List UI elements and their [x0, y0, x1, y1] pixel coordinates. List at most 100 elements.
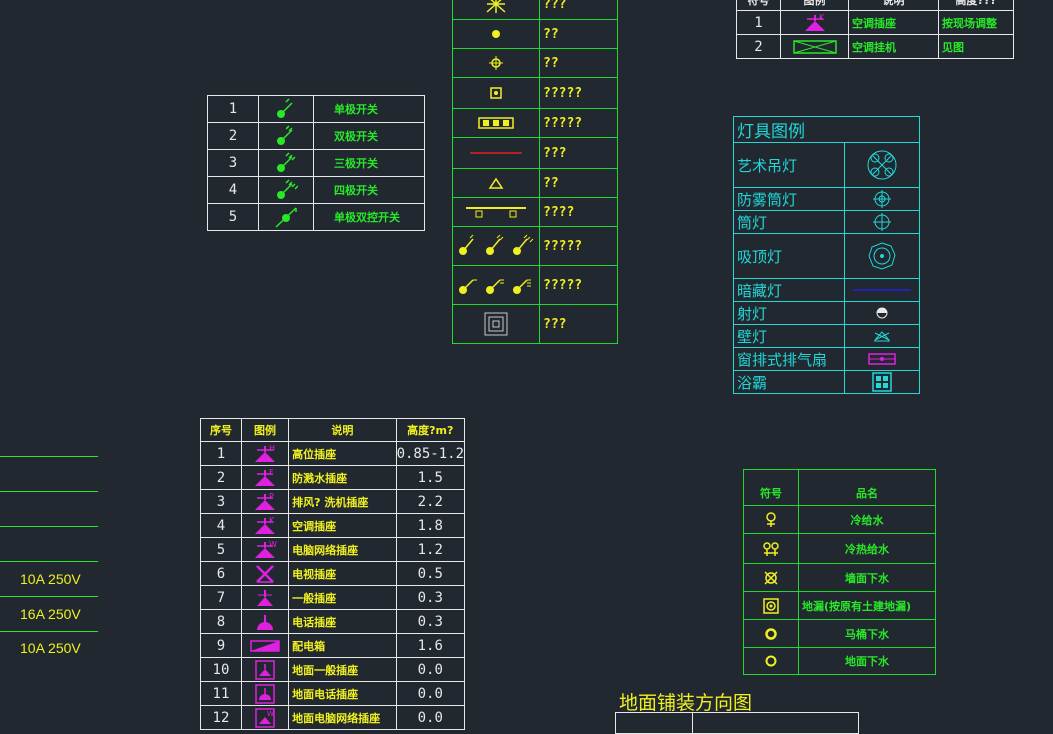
row-number: 8: [200, 609, 242, 634]
floor-plan-title: 地面铺装方向图: [619, 692, 753, 714]
row-number: 2: [207, 122, 259, 150]
row-height: 0.3: [395, 585, 466, 610]
table-header: 灯具图例: [733, 116, 920, 143]
row-number: 4: [207, 176, 259, 204]
table-row: 暗藏灯: [733, 278, 920, 302]
table-row: ??: [452, 48, 618, 78]
row-number: 6: [200, 561, 242, 586]
tv-socket-icon: [240, 561, 290, 586]
light-label: 防雾筒灯: [733, 187, 845, 211]
toilet-drain-icon: [743, 619, 799, 648]
cold-water-icon: [743, 505, 799, 534]
ceiling-light-icon: [844, 233, 920, 279]
water-label: 地面下水: [798, 647, 936, 675]
rating-label: 10A 250V: [20, 640, 81, 656]
table-row: 墙面下水: [743, 563, 936, 592]
exhaust-fan-icon: [844, 347, 920, 371]
row-number: 1: [207, 95, 259, 123]
floor-drain-icon: [743, 591, 799, 620]
left-panel-line: [0, 631, 98, 632]
socket-k-icon: K: [240, 513, 290, 538]
svg-text:P: P: [269, 492, 274, 501]
table-header: 符号图例说明高度???: [736, 0, 1014, 11]
double-switch-icon: [258, 122, 314, 150]
bench-icon: [452, 197, 540, 227]
left-panel-line: [0, 526, 98, 527]
ac-socket-icon: K: [780, 10, 849, 35]
row-height: 0.85-1.2: [395, 441, 466, 466]
ac-unit-icon: [780, 34, 849, 59]
table-row: 地面下水: [743, 647, 936, 675]
table-row: 地漏(按原有土建地漏): [743, 591, 936, 620]
table-row: ?????: [452, 77, 618, 109]
switch-label: 单极开关: [313, 95, 425, 123]
floor-phone-socket-icon: [240, 681, 290, 706]
socket-p-icon: P: [240, 489, 290, 514]
table-row: 冷给水: [743, 505, 936, 534]
light-label: 窗排式排气扇: [733, 347, 845, 371]
triple-box-icon: [452, 108, 540, 138]
left-panel-line: [0, 456, 98, 457]
table-row: 筒灯: [733, 210, 920, 234]
symbol-label: ?????: [539, 108, 618, 138]
svg-text:K: K: [269, 516, 275, 525]
svg-text:F: F: [269, 468, 274, 477]
triangle-icon: [452, 168, 540, 198]
downlight-icon: [844, 210, 920, 234]
row-description: 空调插座: [288, 513, 397, 538]
table-row: ?????: [452, 265, 618, 305]
wall-drain-icon: [743, 563, 799, 592]
svg-text:W: W: [269, 540, 277, 549]
switch-label: 单极双控开关: [313, 203, 425, 231]
row-height: 0.5: [395, 561, 466, 586]
column-header: 符号: [736, 0, 781, 11]
rating-label: 16A 250V: [20, 606, 81, 622]
table-row: 防雾筒灯: [733, 187, 920, 211]
table-header: 序号图例说明高度?m?: [200, 418, 466, 442]
table-row: 吸顶灯: [733, 233, 920, 279]
row-number: 10: [200, 657, 242, 682]
table-row: 射灯: [733, 301, 920, 325]
symbol-label: ???: [539, 0, 618, 20]
light-label: 吸顶灯: [733, 233, 845, 279]
left-panel-line: [0, 561, 98, 562]
table-row: 浴霸: [733, 370, 920, 394]
table-row: ?????: [452, 226, 618, 266]
row-number: 2: [736, 34, 781, 59]
row-height: 0.0: [395, 657, 466, 682]
table-row: ???: [452, 304, 618, 344]
socket-h-icon: H: [240, 441, 290, 466]
light-label: 筒灯: [733, 210, 845, 234]
row-description: 排风? 洗机插座: [288, 489, 397, 514]
rating-label: 10A 250V: [20, 571, 81, 587]
hot-cold-water-icon: [743, 533, 799, 564]
floor-outlet-icon: [743, 647, 799, 675]
socket-w-icon: W: [240, 537, 290, 562]
row-description: 空调挂机: [848, 34, 939, 59]
light-label: 浴霸: [733, 370, 845, 394]
symbol-label: ??: [539, 168, 618, 198]
table-row: ????: [452, 197, 618, 227]
light-legend-table: 灯具图例艺术吊灯防雾筒灯筒灯吸顶灯暗藏灯射灯壁灯窗排式排气扇浴霸: [733, 116, 920, 394]
triple-switch-icon: [258, 149, 314, 177]
column-header: 说明: [288, 418, 397, 442]
nested-square-icon: [452, 304, 540, 344]
left-panel-line: [0, 596, 98, 597]
table-row: 1 单极开关: [207, 95, 425, 123]
table-row: ??: [452, 19, 618, 49]
symbol-label: ???: [539, 304, 618, 344]
symbol-label: ?????: [539, 226, 618, 266]
